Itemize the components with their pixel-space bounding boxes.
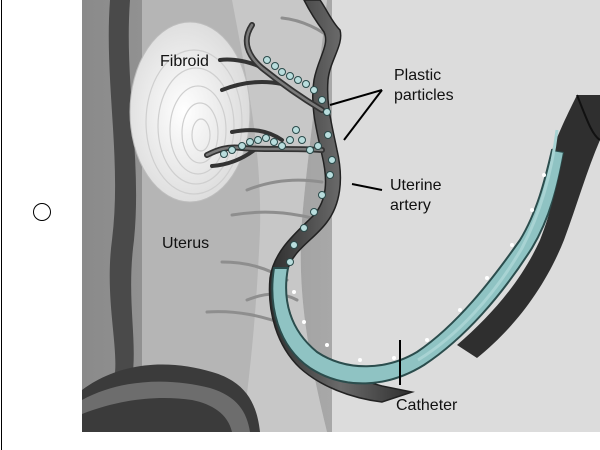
uterus-wall-shade <box>232 0 327 432</box>
cervix-highlight <box>82 381 250 432</box>
uterine-artery-embolization-illustration: Fibroid Plastic particles Uterine artery… <box>82 0 600 432</box>
fibroid-mass <box>129 21 251 203</box>
catheter-particles <box>292 173 546 362</box>
catheter-outer-sheath-edge <box>576 94 600 141</box>
uterine-artery-trunk <box>268 0 415 403</box>
answer-radio-button[interactable] <box>33 203 51 221</box>
uterine-cavity <box>108 0 137 380</box>
leader-lines <box>329 89 401 385</box>
catheter-inner-band <box>417 129 559 362</box>
label-uterine-artery-line1: Uterine <box>390 177 442 194</box>
left-border-line <box>1 0 2 450</box>
cervix-dark <box>82 364 260 432</box>
label-fibroid: Fibroid <box>160 53 209 70</box>
plastic-particles <box>220 56 336 266</box>
label-plastic-particles-line1: Plastic <box>394 67 441 84</box>
label-uterus: Uterus <box>162 235 209 252</box>
label-catheter: Catheter <box>396 397 458 414</box>
label-uterine-artery-line2: artery <box>390 197 431 214</box>
label-plastic-particles-line2: particles <box>394 87 454 104</box>
catheter-outer-sheath <box>457 95 600 358</box>
fibroid-rings <box>145 49 243 195</box>
